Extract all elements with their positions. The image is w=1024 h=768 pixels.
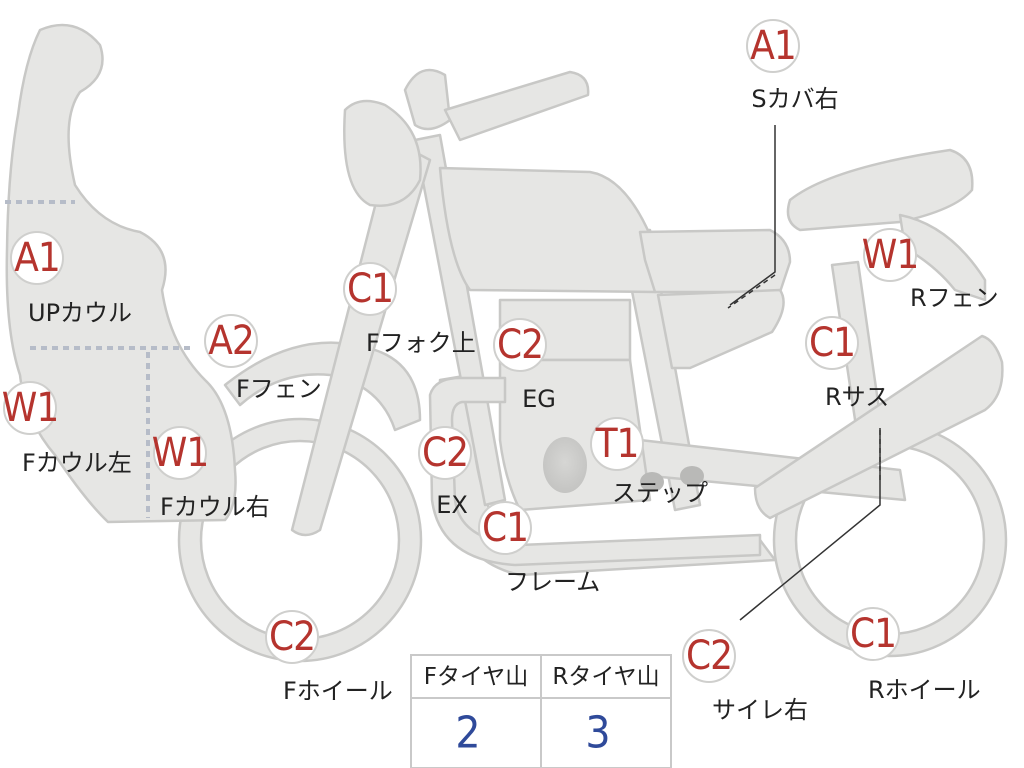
front-fork-shape xyxy=(290,138,432,537)
rear-tyre-value: 3 xyxy=(585,708,610,759)
step-peg-left-shape xyxy=(640,472,664,492)
exhaust-pipe-shape xyxy=(428,376,762,567)
leader-dashes xyxy=(727,274,881,480)
marker-label: Fカウル左 xyxy=(22,449,132,477)
engine-cover-shape xyxy=(543,437,587,493)
marker-label: Fフォク上 xyxy=(366,329,476,357)
marker-label: Sカバ右 xyxy=(751,85,838,113)
front-tyre-value: 2 xyxy=(455,708,480,759)
marker-label: ステップ xyxy=(612,479,708,507)
marker-code: W1 xyxy=(862,232,918,278)
leader-lines xyxy=(729,125,881,621)
marker-circle xyxy=(418,426,472,480)
fuel-tank-shape xyxy=(438,166,657,294)
marker-circle xyxy=(478,501,532,555)
front-cowl-shape xyxy=(5,23,237,524)
silencer-leader xyxy=(739,428,881,621)
marker-circle xyxy=(846,607,900,661)
marker-code: C1 xyxy=(850,611,896,657)
marker-circle xyxy=(682,629,736,683)
marker-label: サイレ右 xyxy=(712,696,808,724)
marker-circle xyxy=(10,231,64,285)
marker-circle xyxy=(204,314,258,368)
marker-circle xyxy=(3,381,57,435)
marker-label: EG xyxy=(522,385,556,413)
marker-code: A2 xyxy=(208,318,254,364)
marker-code: C2 xyxy=(497,322,543,368)
handlebar-grip-shape xyxy=(443,70,590,142)
marker-label: Fカウル右 xyxy=(160,493,270,521)
rear-fender-shape xyxy=(898,213,987,302)
rear-tyre-header: Rタイヤ山 xyxy=(552,664,659,690)
silencer-shape xyxy=(753,334,1004,520)
marker-circle xyxy=(265,610,319,664)
marker-code: W1 xyxy=(2,385,58,431)
engine-case-shape xyxy=(498,358,652,512)
marker-circle xyxy=(493,318,547,372)
front-tyre-header: Fタイヤ山 xyxy=(424,664,529,690)
marker-frame: C1 フレーム xyxy=(478,501,600,596)
tyre-tread-table: Fタイヤ山 Rタイヤ山 2 3 xyxy=(410,654,672,768)
handlebar-shape xyxy=(403,68,452,131)
step-peg-right-shape xyxy=(680,466,704,486)
marker-code: C1 xyxy=(809,320,855,366)
side-cover-shape xyxy=(656,288,785,370)
s-cover-leader xyxy=(729,125,776,306)
marker-label: EX xyxy=(436,491,468,519)
cowl-section-lines xyxy=(5,200,195,518)
marker-code: C2 xyxy=(269,614,315,660)
marker-circle xyxy=(746,19,800,73)
marker-code: A1 xyxy=(14,235,60,281)
s-cover-leader-dash xyxy=(727,274,776,309)
marker-step: T1 ステップ xyxy=(590,417,708,507)
marker-code: A1 xyxy=(750,23,796,69)
marker-code: W1 xyxy=(152,430,208,476)
marker-code: C1 xyxy=(347,266,393,312)
marker-label: Rフェン xyxy=(910,284,999,312)
marker-label: フレーム xyxy=(505,568,600,596)
marker-silencer-right: C2 サイレ右 xyxy=(682,629,808,724)
marker-code: T1 xyxy=(595,421,639,467)
marker-circle xyxy=(805,316,859,370)
marker-circle xyxy=(343,262,397,316)
marker-code: C2 xyxy=(422,430,468,476)
headlight-shape xyxy=(343,99,422,207)
front-fender-shape xyxy=(223,341,422,432)
marker-circle xyxy=(863,228,917,282)
rear-seat-cowl-shape xyxy=(786,148,974,232)
marker-label: Rホイール xyxy=(868,676,981,704)
marker-code: C1 xyxy=(482,505,528,551)
marker-label: Fホイール xyxy=(283,677,393,705)
seat-shape xyxy=(638,228,792,294)
marker-label: Fフェン xyxy=(236,375,322,403)
marker-label: Rサス xyxy=(825,383,889,411)
marker-circle xyxy=(590,417,644,471)
marker-circle xyxy=(153,426,207,480)
marker-label: UPカウル xyxy=(28,299,132,327)
marker-code: C2 xyxy=(686,633,732,679)
